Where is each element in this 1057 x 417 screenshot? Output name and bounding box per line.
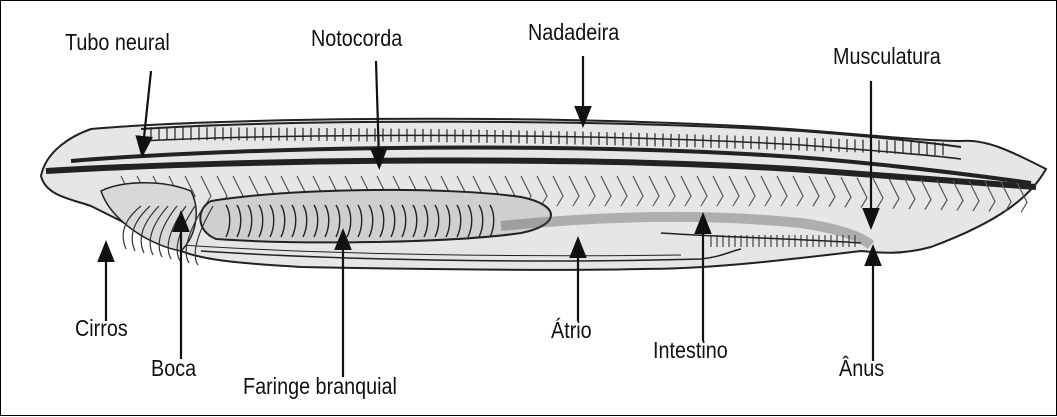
label-nadadeira: Nadadeira [528,21,619,44]
label-atrio: Átrio [551,319,592,342]
label-tubo-neural: Tubo neural [65,31,170,54]
label-boca: Boca [151,357,196,380]
pharynx [200,190,551,242]
label-anus: Ânus [839,357,884,380]
label-musculatura: Musculatura [833,45,941,68]
label-notocorda: Notocorda [311,27,402,50]
label-faringe-branquial: Faringe branquial [243,375,397,398]
label-cirros: Cirros [75,317,128,340]
label-intestino: Intestino [653,339,728,362]
